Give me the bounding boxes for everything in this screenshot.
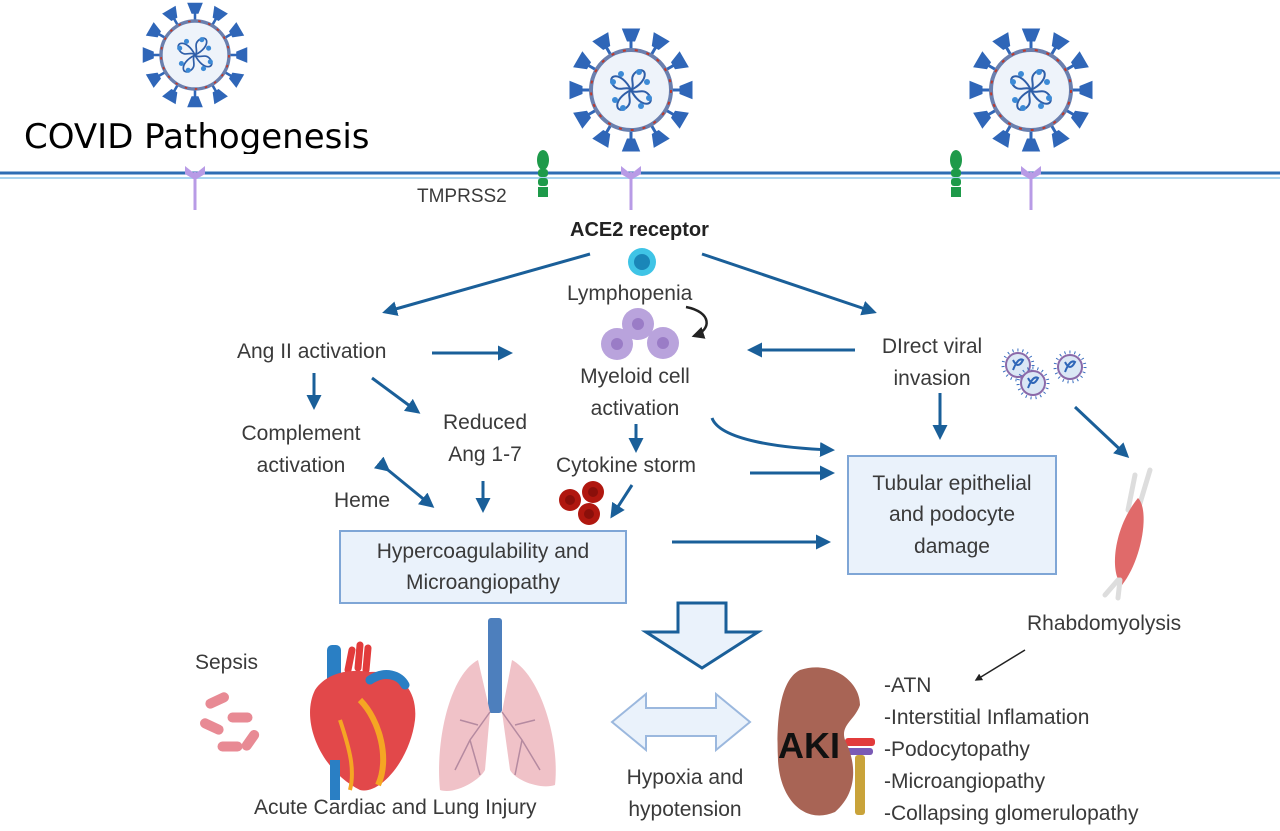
aki-cause-item: -Podocytopathy [884,738,1030,761]
small-virus-icon [1001,348,1087,400]
hypoxia-hypotension-label: Hypoxia and hypotension [610,762,760,825]
heme-double-arrow [373,456,435,508]
cardiac-lung-injury-label: Acute Cardiac and Lung Injury [254,796,537,819]
tubular-line-3: damage [914,534,990,558]
aki-cause-item: -Collapsing glomerulopathy [884,802,1139,825]
ace2-receptor-label: ACE2 receptor [570,219,709,241]
aki-cause-item: -ATN [884,674,932,697]
page-title: COVID Pathogenesis [24,117,370,154]
cytokine-storm-label: Cytokine storm [556,454,697,477]
complement-line-1: Complement [241,422,361,445]
heart-icon [310,641,416,800]
tmprss2-label: TMPRSS2 [417,186,507,207]
sepsis-label: Sepsis [195,651,259,674]
pathway-arrows [306,252,1130,550]
hypercoag-line-1: Hypercoagulability and [376,539,590,563]
tmprss2-icon [537,150,549,197]
hypercoag-line-2: Microangiopathy [405,571,561,594]
lymphopenia-label: Lymphopenia [567,282,693,305]
myeloid-cells-icon [601,308,679,360]
complement-activation-label: Complement activation [236,418,366,481]
lungs-icon [439,618,556,791]
big-double-arrow [610,691,752,753]
rhabdomyolysis-arrow [974,649,1026,681]
aki-label: AKI [778,725,840,766]
hypercoagulability-box: Hypercoagulability and Microangiopathy [339,530,627,604]
direct-viral-invasion-label: DIrect viral invasion [862,331,1002,394]
virus-icon [971,30,1091,150]
big-down-arrow [640,601,764,670]
rhabdomyolysis-label: Rhabdomyolysis [1027,612,1182,635]
aki-cause-item: -Microangiopathy [884,770,1046,793]
myeloid-activation-label: Myeloid cell activation [560,361,710,424]
tubular-line-2: and podocyte [888,503,1016,527]
complement-line-2: activation [256,453,346,477]
lymphocyte-icon [628,248,656,276]
myeloid-line-1: Myeloid cell [580,365,690,388]
red-blood-cells-icon [559,481,604,525]
direct-line-2: invasion [893,366,971,390]
virus-icon [571,30,691,150]
aki-cause-item: -Interstitial Inflamation [884,706,1090,729]
tubular-line-1: Tubular epithelial [872,471,1032,495]
ace2-receptor-icon [619,164,643,212]
reduced-ang17-label: Reduced Ang 1-7 [430,407,540,470]
muscle-icon [1102,467,1153,601]
kidney-icon [777,667,875,816]
ace2-receptor-icon [183,164,207,212]
bacteria-icon [199,692,260,752]
myeloid-line-2: activation [590,396,680,420]
tubular-damage-box: Tubular epithelial and podocyte damage [847,455,1057,575]
reduced-line-1: Reduced [442,411,528,434]
aki-causes-list: -ATN -Interstitial Inflamation -Podocyto… [884,670,1138,830]
tmprss2-icon [950,150,962,197]
virus-icon [144,4,246,106]
direct-line-1: DIrect viral [881,335,983,358]
ang2-activation-label: Ang II activation [237,340,387,363]
reduced-line-2: Ang 1-7 [448,442,522,466]
heme-label: Heme [334,489,391,512]
hypoxia-line-1: Hypoxia and [626,766,744,789]
hypoxia-line-2: hypotension [628,797,742,821]
ace2-receptor-icon [1019,164,1043,212]
lymphopenia-arrow [685,305,708,339]
